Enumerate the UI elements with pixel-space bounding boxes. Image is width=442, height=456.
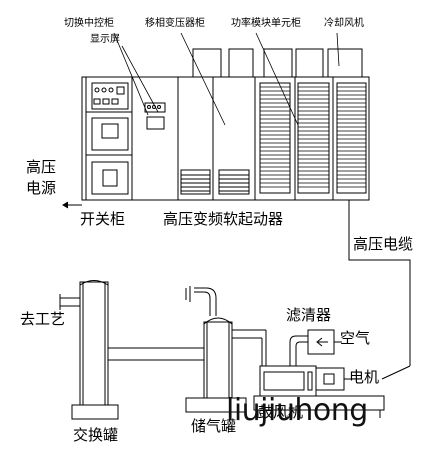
cooling-fan xyxy=(327,48,363,78)
label-hv-vfd-soft-starter: 高压变频软起动器 xyxy=(163,210,284,228)
cabinet-outline xyxy=(81,76,370,201)
label-exchange-tank: 交换罐 xyxy=(73,426,119,444)
gas-storage-tank xyxy=(185,286,247,413)
process-pipe xyxy=(108,347,204,361)
switch-cabinet xyxy=(85,77,133,200)
label-filter: 滤清器 xyxy=(286,306,332,324)
cabinet-assembly xyxy=(81,32,370,201)
label-blower: 鼓风机 xyxy=(258,403,304,421)
leader-lines xyxy=(113,32,340,126)
label-hv-cable: 高压电缆 xyxy=(353,235,414,253)
label-phase-shift-transformer-cabinet: 移相变压器柜 xyxy=(145,18,205,29)
label-cooling-fan: 冷却风机 xyxy=(324,18,364,29)
watermark: liujiuhong xyxy=(226,393,368,428)
label-power-module-unit-cabinet: 功率模块单元柜 xyxy=(231,18,301,29)
label-motor: 电机 xyxy=(349,368,380,386)
wiring xyxy=(62,200,411,380)
blower xyxy=(253,365,385,418)
label-air: 空气 xyxy=(340,329,371,347)
label-to-process: 去工艺 xyxy=(20,310,66,328)
exchange-tank xyxy=(59,280,119,420)
blower-pipe xyxy=(232,329,267,366)
label-hv-power-line2: 电源 xyxy=(26,179,57,197)
motor xyxy=(315,367,352,391)
label-gas-storage-tank: 储气罐 xyxy=(191,417,237,435)
label-switch-control-cabinet: 切换中控柜 xyxy=(64,18,114,29)
label-switch-cabinet: 开关柜 xyxy=(80,210,126,228)
label-display-screen: 显示屏 xyxy=(90,34,120,45)
display-screen xyxy=(146,116,165,130)
switch-control-cabinet xyxy=(144,77,179,200)
power-module-unit-cabinet xyxy=(259,48,367,200)
filter xyxy=(289,329,342,366)
louvers xyxy=(260,86,366,188)
label-hv-power-line1: 高压 xyxy=(26,158,57,176)
phase-shift-transformer-cabinet xyxy=(180,48,256,200)
